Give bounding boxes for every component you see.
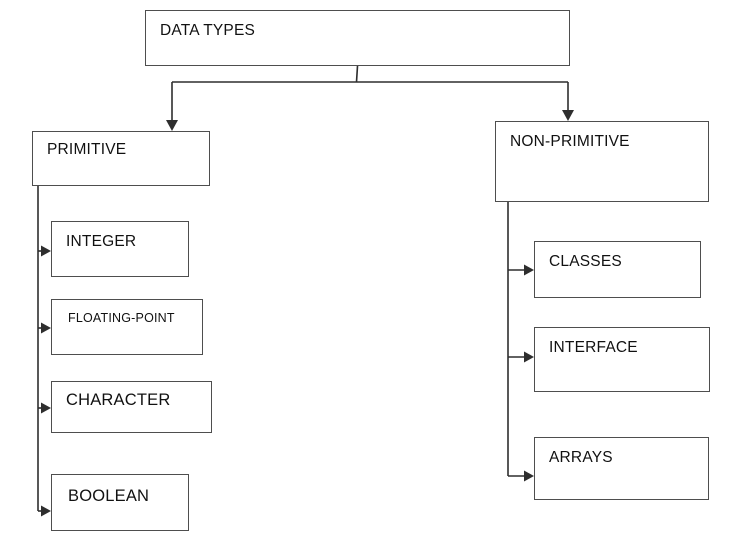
arrowhead-character [41,402,51,414]
node-interface-label: INTERFACE [549,339,638,356]
node-classes-label: CLASSES [549,253,622,270]
node-data-types-label: DATA TYPES [160,22,256,39]
arrowhead-interface [524,351,534,363]
node-non-primitive-label: NON-PRIMITIVE [510,133,630,150]
node-arrays: ARRAYS [534,437,709,500]
node-integer-label: INTEGER [66,233,137,250]
node-character-label: CHARACTER [66,391,171,409]
node-floating-point: FLOATING-POINT [51,299,203,355]
node-integer: INTEGER [51,221,189,277]
node-character: CHARACTER [51,381,212,433]
arrowhead-boolean [41,505,51,517]
node-non-primitive: NON-PRIMITIVE [495,121,709,202]
arrowhead-classes [524,264,534,276]
node-floating-point-label: FLOATING-POINT [68,311,175,325]
arrowhead-primitive [166,120,178,131]
arrowhead-floating-point [41,322,51,334]
node-interface: INTERFACE [534,327,710,392]
node-primitive-label: PRIMITIVE [47,141,127,158]
arrowhead-arrays [524,470,534,482]
node-arrays-label: ARRAYS [549,449,613,466]
node-boolean-label: BOOLEAN [68,487,150,505]
node-data-types: DATA TYPES [145,10,570,66]
node-primitive: PRIMITIVE [32,131,210,186]
node-boolean: BOOLEAN [51,474,189,531]
arrowhead-non-primitive [562,110,574,121]
node-classes: CLASSES [534,241,701,298]
connector-root-stem [355,65,359,83]
arrowhead-integer [41,245,51,257]
